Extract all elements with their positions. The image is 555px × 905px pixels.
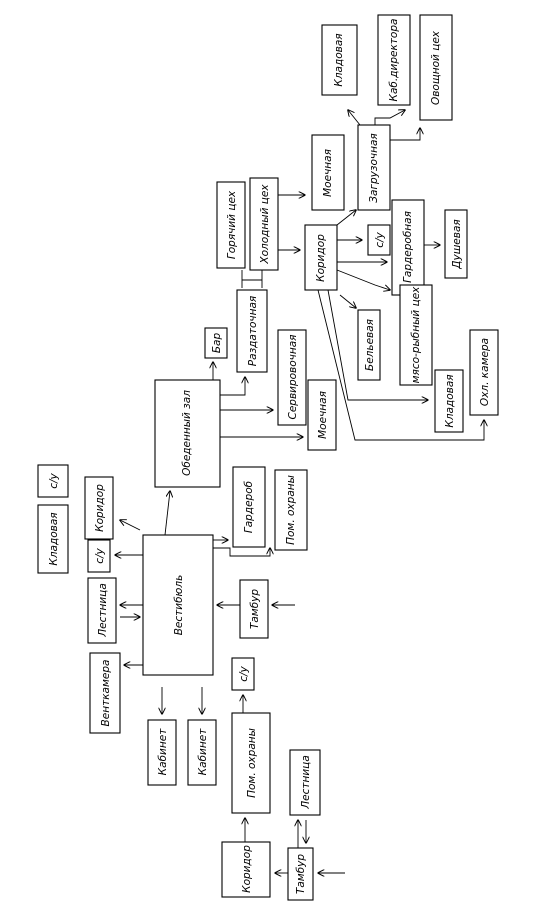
room-servirovochnaya: Сервировочная (277, 329, 307, 426)
room-label: Горячий цех (226, 190, 238, 259)
room-belevaya: Бельевая (357, 309, 381, 381)
room-label: Душевая (451, 219, 463, 269)
arrow (339, 294, 356, 308)
room-pom-ohrany-bottom: Пом. охраны (231, 712, 271, 814)
room-koridor-bottom: Коридор (221, 841, 271, 898)
room-label: Коридор (94, 484, 106, 532)
room-label: Овощной цех (430, 30, 442, 105)
connector-lines (115, 110, 484, 873)
room-koridor-kitchen: Коридор (304, 224, 338, 291)
room-kabinet-1: Кабинет (147, 719, 177, 786)
room-label: Сервировочная (287, 335, 299, 420)
room-su-kitchen: с/у (367, 224, 391, 256)
arrow (164, 491, 170, 536)
room-label: с/у (48, 472, 60, 488)
room-label: Тамбур (295, 854, 307, 894)
room-label: Кладовая (444, 374, 456, 427)
room-garderobnaya: Гардеробная (391, 199, 425, 296)
room-label: Загрузочная (368, 133, 380, 202)
room-zagruzochnaya: Загрузочная (357, 124, 391, 211)
arrow (220, 377, 245, 396)
room-label: Раздаточная (247, 296, 259, 366)
room-label: Тамбур (249, 589, 261, 629)
room-kab-direktora: Каб.директора (377, 14, 411, 106)
room-label: Коридор (241, 845, 253, 893)
arrow (120, 520, 141, 531)
arrow (317, 289, 484, 441)
room-kabinet-2: Кабинет (187, 719, 217, 786)
room-tambur-bottom: Тамбур (287, 847, 314, 901)
room-label: мясо-рыбный цех (410, 286, 422, 384)
room-tambur-mid: Тамбур (239, 579, 269, 639)
room-label: с/у (374, 231, 386, 247)
arrow (336, 210, 356, 226)
room-label: Бар (211, 333, 223, 354)
room-label: с/у (94, 547, 106, 563)
room-label: Кабинет (157, 728, 169, 776)
room-moechnaya-mid: Моечная (307, 379, 337, 451)
room-label: Вестибюль (173, 575, 185, 636)
room-koridor-left: Коридор (84, 476, 114, 540)
room-lestnitsa-bottom: Лестница (289, 749, 321, 816)
room-su-left: с/у (87, 539, 111, 573)
room-label: Моечная (317, 391, 329, 439)
room-label: Венткамера (100, 660, 112, 727)
room-kladovaya-top: Кладовая (321, 24, 358, 96)
room-vestibyul: Вестибюль (142, 534, 214, 676)
room-label: Лестница (97, 583, 109, 638)
room-label: Каб.директора (388, 19, 400, 102)
arrow (374, 110, 405, 125)
room-ventkamera: Венткамера (89, 652, 121, 734)
room-label: Охл. камера (479, 338, 491, 406)
room-label: Кладовая (48, 512, 60, 565)
room-ovoshnoy-tseh: Овощной цех (419, 14, 453, 121)
room-label: Холодный цех (259, 184, 271, 265)
room-label: Пом. охраны (246, 728, 258, 798)
room-lestnitsa-left: Лестница (87, 577, 117, 644)
room-label: Коридор (315, 234, 327, 282)
room-razdatochnaya: Раздаточная (236, 289, 268, 373)
room-pom-ohrany-right: Пом. охраны (274, 469, 308, 551)
room-label: Кладовая (333, 33, 345, 86)
arrow (327, 289, 428, 400)
room-label: Пом. охраны (285, 475, 297, 545)
room-myaso-rybnyy: мясо-рыбный цех (399, 284, 433, 386)
room-label: Бельевая (364, 319, 376, 371)
room-garderob: Гардероб (232, 466, 266, 548)
room-ohl-kamera: Охл. камера (469, 329, 499, 416)
room-kladovaya-right: Кладовая (434, 369, 464, 433)
room-label: Гардероб (243, 480, 255, 533)
arrow (336, 269, 390, 290)
room-bar: Бар (204, 327, 228, 359)
room-label: с/у (238, 665, 250, 681)
room-moechnaya-top: Моечная (311, 134, 345, 211)
room-label: Кабинет (197, 728, 209, 776)
arrow (213, 548, 270, 557)
room-label: Гардеробная (402, 211, 414, 283)
room-label: Моечная (322, 149, 334, 197)
room-dushevaya: Душевая (444, 209, 468, 279)
room-su-bottom: с/у (231, 657, 255, 691)
room-goryachiy-tseh: Горячий цех (216, 181, 246, 269)
room-label: Обеденный зал (181, 390, 193, 476)
room-kladovaya-left: Кладовая (37, 504, 69, 574)
room-label: Лестница (300, 755, 312, 810)
arrow (348, 110, 361, 126)
room-holodnyy-tseh: Холодный цех (249, 177, 279, 271)
arrow (390, 128, 420, 141)
room-su-top: с/у (37, 464, 69, 498)
room-obedennyy-zal: Обеденный зал (154, 379, 221, 488)
